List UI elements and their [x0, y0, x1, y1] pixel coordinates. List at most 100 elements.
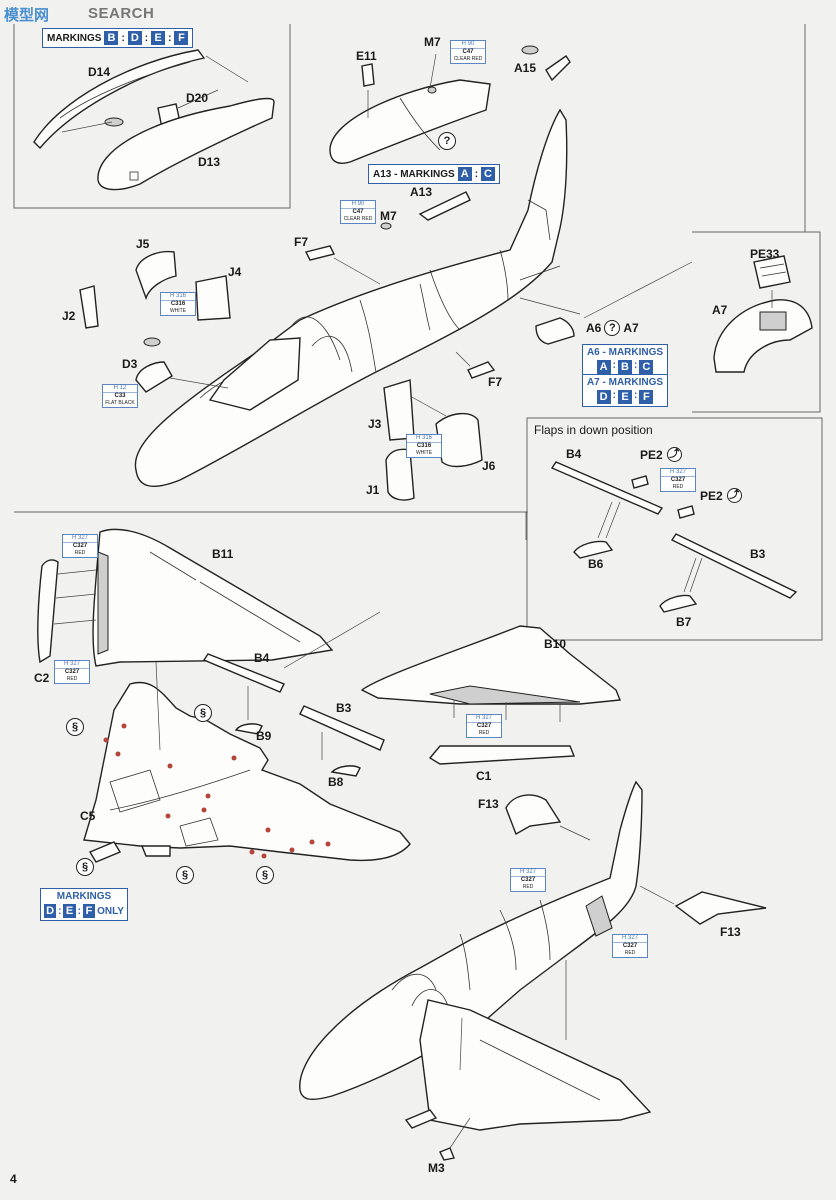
wing-b11 [92, 528, 334, 667]
label-f13-right: F13 [720, 925, 741, 939]
fold-arrow-icon: ⤴ [726, 488, 742, 503]
flaps-title: Flaps in down position [534, 423, 653, 437]
wing-c5 [83, 681, 411, 862]
label-j4: J4 [228, 265, 242, 279]
watermark-logo: 模型网 [4, 4, 88, 24]
watermark-search: SEARCH [88, 5, 155, 22]
label-c1: C1 [476, 769, 492, 783]
label-b3: B3 [336, 701, 352, 715]
part-b8 [330, 765, 361, 777]
label-f13-left: F13 [478, 797, 499, 811]
label-e11: E11 [356, 49, 377, 63]
part-f13-right [674, 891, 767, 925]
drill-hole-icon: § [76, 858, 94, 876]
question-icon-a6: ? [604, 320, 621, 336]
markings-a7: A7 - MARKINGS D: E: F [582, 374, 668, 407]
label-m7: M7 [380, 209, 397, 223]
cockpit-rim [208, 337, 301, 411]
part-e11 [361, 63, 375, 87]
label-pe33: PE33 [750, 247, 780, 261]
paint-white-j6: H 316 C316 WHITE [406, 434, 442, 458]
paint-clear-red-top: H 90 C47 CLEAR RED [450, 40, 486, 64]
part-b6 [573, 540, 614, 559]
paint-red-b10: H 327 C327 RED [466, 714, 502, 738]
drill-hole-icon: § [66, 718, 84, 736]
fold-arrow-icon: ⤴ [666, 447, 682, 462]
part-b4-lower [202, 653, 285, 693]
label-d14: D14 [88, 65, 111, 79]
markings-bottom: MARKINGS D: E: F ONLY [40, 888, 128, 921]
part-j5 [135, 250, 177, 301]
right-cockpit-frame [692, 231, 821, 413]
part-j4 [195, 275, 231, 321]
wing-lower-b [419, 999, 652, 1131]
nose-section [329, 79, 491, 164]
label-d13: D13 [198, 155, 221, 169]
label-a13: A13 [410, 185, 433, 199]
red-dots [103, 723, 331, 859]
part-b9 [234, 723, 263, 735]
drill-hole-icon: § [176, 866, 194, 884]
label-c5: C5 [80, 809, 96, 823]
label-f7-left: F7 [294, 235, 309, 249]
fuselage-lower [299, 780, 643, 1101]
label-d20: D20 [186, 91, 209, 105]
part-j3 [383, 379, 415, 441]
label-b8: B8 [328, 775, 344, 789]
paint-clear-red-mid: H 90 C47 CLEAR RED [340, 200, 376, 224]
part-f7-right [467, 361, 496, 379]
part-pe2-a [631, 475, 649, 489]
label-b7: B7 [676, 615, 692, 629]
label-b3-flap: B3 [750, 547, 766, 561]
label-b9: B9 [256, 729, 272, 743]
label-f7-right: F7 [488, 375, 503, 389]
label-c2: C2 [34, 671, 50, 685]
label-b6: B6 [588, 557, 604, 571]
part-a13 [418, 191, 471, 221]
paint-red-lower-2: H 327 C327 RED [612, 934, 648, 958]
paint-red-lower-1: H 327 C327 RED [510, 868, 546, 892]
flap-b3 [670, 533, 798, 599]
part-b7 [659, 594, 698, 613]
paint-flat-black: H 12 C33 FLAT BLACK [102, 384, 138, 408]
label-j3: J3 [368, 417, 382, 431]
label-b11: B11 [212, 547, 234, 561]
part-a6-small [535, 317, 575, 345]
paint-red-b11: H 327 C327 RED [62, 534, 98, 558]
label-j2: J2 [62, 309, 76, 323]
part-pe33 [753, 255, 791, 289]
paint-red-c2: H 327 C327 RED [54, 660, 90, 684]
paint-red-pe2: H 327 C327 RED [660, 468, 696, 492]
part-a15 [545, 55, 571, 82]
part-d13 [97, 97, 275, 191]
part-f13-left [505, 794, 562, 836]
flap-b4 [550, 461, 664, 515]
markings-a13: A13 - MARKINGS A: C [368, 164, 501, 184]
flaps-frame [526, 417, 823, 641]
label-b10: B10 [544, 637, 567, 651]
part-c1 [428, 745, 576, 765]
label-j1: J1 [366, 483, 380, 497]
top-left-frame [13, 24, 291, 209]
drill-hole-icon: § [256, 866, 274, 884]
drill-hole-icon: § [194, 704, 212, 722]
question-icon-top: ? [438, 132, 456, 150]
part-b3-lower [299, 705, 385, 751]
label-a7: A7 [712, 303, 728, 317]
pe2-a-group: PE2 ⤴ [640, 447, 682, 462]
label-m7-top: M7 [424, 35, 441, 49]
part-j1 [385, 448, 415, 501]
label-d3: D3 [122, 357, 138, 371]
label-j6: J6 [482, 459, 496, 473]
label-b4-flap: B4 [566, 447, 582, 461]
part-c2 [37, 559, 59, 664]
a6-a7-question: A6 ? A7 [586, 320, 639, 336]
pe2-b-group: PE2 ⤴ [700, 488, 742, 503]
part-j6 [435, 413, 483, 468]
paint-white-j4: H 316 C316 WHITE [160, 292, 196, 316]
part-pe2-b [677, 505, 695, 519]
label-j5: J5 [136, 237, 150, 251]
label-a15: A15 [514, 61, 537, 75]
part-m3 [439, 1147, 455, 1161]
